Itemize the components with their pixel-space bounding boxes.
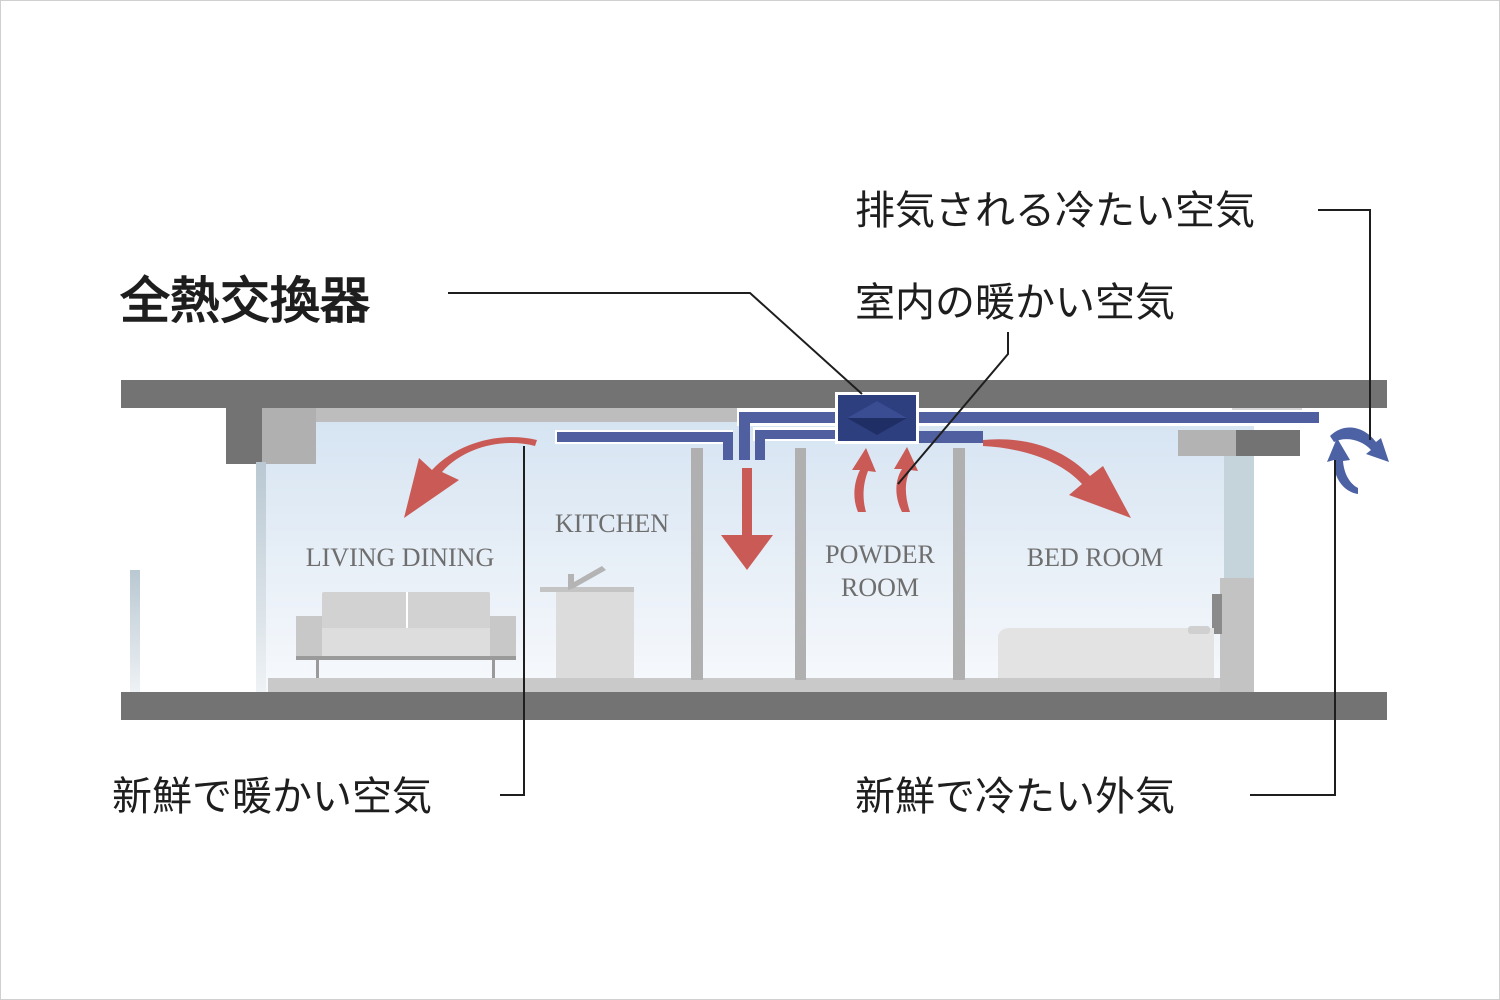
room-label-kitchen: KITCHEN xyxy=(555,509,669,538)
floor-slab xyxy=(121,692,1387,720)
kitchen-counter-icon xyxy=(540,566,634,678)
exterior-wall-right xyxy=(1220,578,1254,692)
ceiling-soffit-left xyxy=(262,408,737,422)
room-label-powder-room-line2: ROOM xyxy=(841,573,919,602)
indoor-warm-air-label: 室内の暖かい空気 xyxy=(855,280,1175,326)
partition-powder-right xyxy=(953,448,965,680)
window-glass-right xyxy=(1224,456,1254,580)
room-label-powder-room-line1: POWDER xyxy=(825,540,935,569)
supply-duct-right xyxy=(919,431,983,443)
indoor-air-arrow-left xyxy=(852,448,876,512)
exhaust-duct-right xyxy=(919,410,1321,426)
balcony-glass-left xyxy=(256,462,266,692)
heat-exchanger-leader xyxy=(448,292,863,395)
return-duct-powder xyxy=(753,427,839,460)
room-label-bed-room: BED ROOM xyxy=(1027,543,1164,572)
fresh-cold-outside-air-label: 新鮮で冷たい外気 xyxy=(855,774,1175,820)
ceiling-box-right xyxy=(1178,430,1238,456)
fresh-warm-air-label: 新鮮で暖かい空気 xyxy=(112,774,432,820)
intake-air-arrow xyxy=(1327,438,1358,494)
supply-duct-down xyxy=(737,410,841,460)
heat-exchanger-label: 全熱交換器 xyxy=(119,271,371,330)
fresh-outside-air-leader xyxy=(1250,460,1336,796)
partition-powder-left xyxy=(795,448,806,680)
warm-air-arrow-bedroom xyxy=(983,439,1131,518)
warm-air-arrow-kitchen xyxy=(721,468,773,570)
exhaust-cold-air-label: 排気される冷たい空気 xyxy=(855,188,1255,234)
ceiling-beam-right xyxy=(1236,430,1300,456)
warm-air-arrow-living xyxy=(404,437,537,518)
heat-exchanger-unit xyxy=(835,392,919,444)
floor-finish xyxy=(268,678,1254,692)
indoor-air-leader xyxy=(897,332,1009,485)
balcony-railing-left xyxy=(130,570,140,692)
indoor-air-arrow-right xyxy=(894,447,918,512)
fresh-warm-air-leader xyxy=(500,446,525,796)
room-label-living-dining: LIVING DINING xyxy=(306,543,494,572)
partition-kitchen xyxy=(691,448,703,680)
exhaust-air-leader xyxy=(1318,209,1371,440)
exhaust-air-arrow xyxy=(1330,427,1389,462)
bed-icon xyxy=(998,594,1222,678)
ceiling-slab xyxy=(121,380,1387,408)
sofa-icon xyxy=(296,592,516,678)
ceiling-box-left xyxy=(262,408,316,464)
supply-duct-left xyxy=(555,430,733,460)
